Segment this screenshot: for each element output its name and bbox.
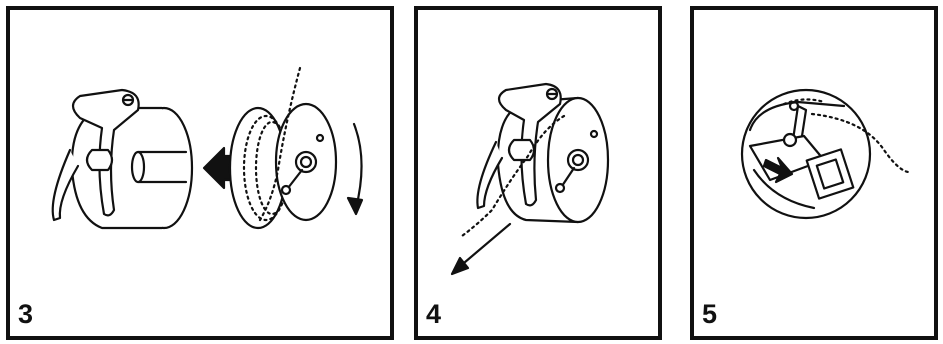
step-number: 5 — [702, 299, 718, 329]
thread-pull-illustration — [450, 82, 610, 276]
latch-lever — [51, 148, 80, 222]
step-number: 3 — [18, 299, 34, 329]
bobbin-case-insert-illustration — [51, 66, 364, 230]
rotation-arrow-icon — [352, 122, 363, 210]
step-panel-5: 5 — [690, 6, 938, 340]
latch-lever — [476, 140, 504, 210]
pull-arrow-icon — [456, 222, 512, 270]
latch-arrow-icon — [762, 156, 794, 184]
step-panel-4: 4 — [414, 6, 662, 340]
step-panel-3: 3 — [6, 6, 394, 340]
bobbin-case-latch-illustration — [740, 88, 910, 220]
latch-block — [805, 148, 855, 200]
step-number: 4 — [426, 299, 442, 329]
